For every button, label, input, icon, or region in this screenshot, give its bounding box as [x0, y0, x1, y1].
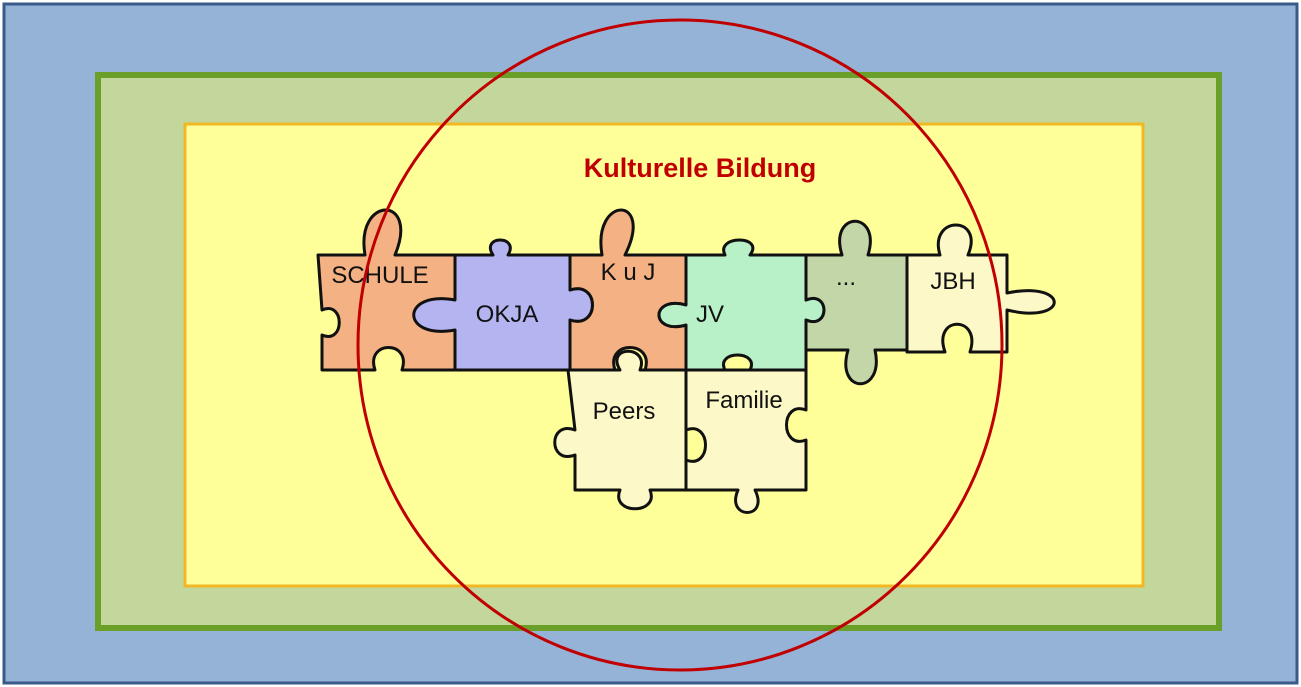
puzzle-piece-schule — [316, 208, 457, 372]
puzzle-piece-jbh — [905, 223, 1056, 354]
label-ellipsis: ... — [836, 264, 856, 291]
label-kuj: K u J — [601, 259, 656, 286]
puzzle-piece-ellipsis — [804, 219, 909, 386]
puzzle-labels: SCHULE OKJA K u J JV ... JBH Peers Famil… — [331, 259, 975, 425]
label-jv: JV — [696, 301, 724, 328]
puzzle-pieces — [316, 208, 1056, 514]
puzzle-piece-peers — [553, 349, 688, 511]
diagram-title: Kulturelle Bildung — [584, 153, 817, 183]
puzzle-piece-jv — [657, 238, 826, 372]
label-peers: Peers — [593, 398, 656, 425]
puzzle-piece-familie — [684, 368, 808, 514]
label-familie: Familie — [705, 387, 782, 414]
label-jbh: JBH — [930, 268, 975, 295]
kulturelle-bildung-circle — [356, 18, 1004, 672]
label-schule: SCHULE — [331, 262, 428, 289]
label-okja: OKJA — [476, 301, 539, 328]
